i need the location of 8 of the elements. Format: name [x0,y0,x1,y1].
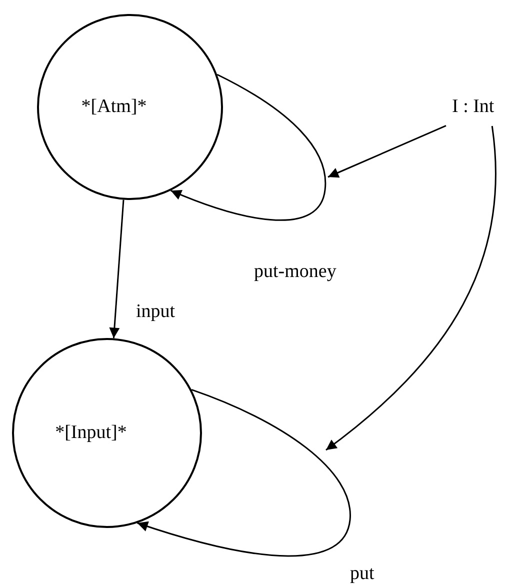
state-label: *[Input]* [55,420,127,445]
transition-arrow [328,125,446,178]
variable-label: I : Int [452,94,526,120]
state-label: *[Atm]* [81,94,147,119]
transition-arrow [109,200,124,338]
transition-arrow [326,126,496,451]
transition-arrow [170,74,326,221]
transition-arrow [137,389,351,557]
